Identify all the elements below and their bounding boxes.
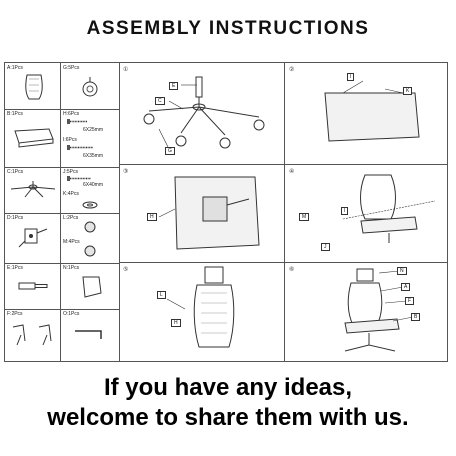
part-b: B:1Pcs (5, 109, 61, 167)
part-l-m: L:2Pcs M:4Pcs (61, 213, 119, 263)
part-label: J:5Pcs (63, 169, 79, 175)
parts-row: D:1Pcs L:2Pcs M:4Pcs (5, 213, 119, 264)
step-6: ⑥ N A F B (285, 263, 447, 361)
step-4: ④ M I J (285, 165, 447, 263)
part-e: E:1Pcs (5, 263, 61, 309)
callout-label: K (403, 87, 413, 95)
part-j-k: J:5Pcs 6X40mm K:4Pcs (61, 167, 119, 213)
callout-label: A (401, 283, 411, 291)
mechanism-icon (18, 228, 48, 248)
step-number: ⑥ (289, 267, 295, 273)
callout-label: H (147, 213, 157, 221)
part-label: D:1Pcs (7, 215, 24, 221)
step-number: ② (289, 67, 295, 73)
part-size: 6X40mm (83, 182, 104, 188)
step-number: ③ (123, 169, 129, 175)
washer-icon (82, 201, 98, 209)
part-g: G:5Pcs (61, 63, 119, 109)
parts-row: A:1Pcs G:5Pcs (5, 63, 119, 110)
part-o: O:1Pcs (61, 309, 119, 361)
chair-base-icon (143, 76, 265, 150)
callout-label: J (321, 243, 330, 251)
footer-line-1: If you have any ideas, (103, 374, 353, 401)
step-2: ② I K (285, 63, 447, 165)
callout-label: E (169, 82, 179, 90)
callout-label: B (411, 313, 421, 321)
instruction-sheet: A:1Pcs G:5Pcs B:1Pcs (4, 62, 448, 362)
part-n: N:1Pcs (61, 263, 119, 309)
part-label: N:1Pcs (63, 265, 80, 271)
part-label: A:1Pcs (7, 65, 23, 71)
part-size: 6X35mm (83, 153, 104, 159)
part-label: M:4Pcs (63, 239, 80, 245)
chair-base-icon (10, 181, 56, 198)
callout-label: L (157, 291, 166, 299)
part-label: G:5Pcs (63, 65, 80, 71)
assembled-chair-icon (344, 268, 414, 352)
parts-row: C:1Pcs J:5Pcs 6X40mm K:4Pcs (5, 167, 119, 214)
long-screw-icon (67, 145, 93, 150)
callout-label: M (299, 213, 310, 221)
parts-row: F:2Pcs O:1Pcs (5, 309, 119, 361)
short-screw-icon (67, 119, 87, 124)
part-label: B:1Pcs (7, 111, 23, 117)
part-d: D:1Pcs (5, 213, 61, 263)
callout-label: I (341, 207, 349, 215)
bolt-icon (67, 176, 91, 181)
chair-back-icon (166, 266, 235, 348)
cap-icon (84, 221, 96, 233)
callout-label: N (397, 267, 407, 275)
parts-list: A:1Pcs G:5Pcs B:1Pcs (5, 63, 120, 361)
part-label: E:1Pcs (7, 265, 23, 271)
part-label: I:6Pcs (63, 137, 77, 143)
seat-back-icon (25, 74, 43, 100)
part-label: O:1Pcs (63, 311, 80, 317)
headrest-icon (82, 276, 102, 298)
part-label: F:2Pcs (7, 311, 23, 317)
callout-label: I (347, 73, 355, 81)
seat-back-icon (342, 174, 436, 243)
callout-label: C (155, 97, 165, 105)
part-label: H:6Pcs (63, 111, 80, 117)
part-a: A:1Pcs (5, 63, 61, 109)
gas-cylinder-icon (18, 282, 48, 290)
step-3: ③ H (119, 165, 285, 263)
step-1: ① E C G (119, 63, 285, 165)
parts-row: E:1Pcs N:1Pcs (5, 263, 119, 310)
parts-row: B:1Pcs H:6Pcs 6X25mm I:6Pcs 6X35mm (5, 109, 119, 168)
part-f: F:2Pcs (5, 309, 61, 361)
callout-label: H (171, 319, 181, 327)
part-label: L:2Pcs (63, 215, 79, 221)
seat-cushion-icon (324, 80, 420, 142)
part-size: 6X25mm (83, 127, 104, 133)
armrest-icon (12, 324, 52, 346)
part-label: C:1Pcs (7, 169, 24, 175)
step-number: ⑤ (123, 267, 129, 273)
step-5: ⑤ L H (119, 263, 285, 361)
mechanism-icon (158, 176, 260, 250)
page-title: ASSEMBLY INSTRUCTIONS (86, 18, 370, 39)
part-h-i: H:6Pcs 6X25mm I:6Pcs 6X35mm (61, 109, 119, 167)
part-c: C:1Pcs (5, 167, 61, 213)
step-number: ④ (289, 169, 295, 175)
caster-wheel-icon (82, 77, 98, 97)
assembly-steps: ① E C G ② (119, 63, 447, 361)
cap-small-icon (84, 245, 96, 257)
callout-label: G (165, 147, 175, 155)
seat-cushion-icon (14, 128, 54, 148)
allen-key-icon (75, 330, 102, 339)
part-label: K:4Pcs (63, 191, 79, 197)
step-number: ① (123, 67, 129, 73)
footer-line-2: welcome to share them with us. (47, 404, 409, 431)
callout-label: F (405, 297, 415, 305)
